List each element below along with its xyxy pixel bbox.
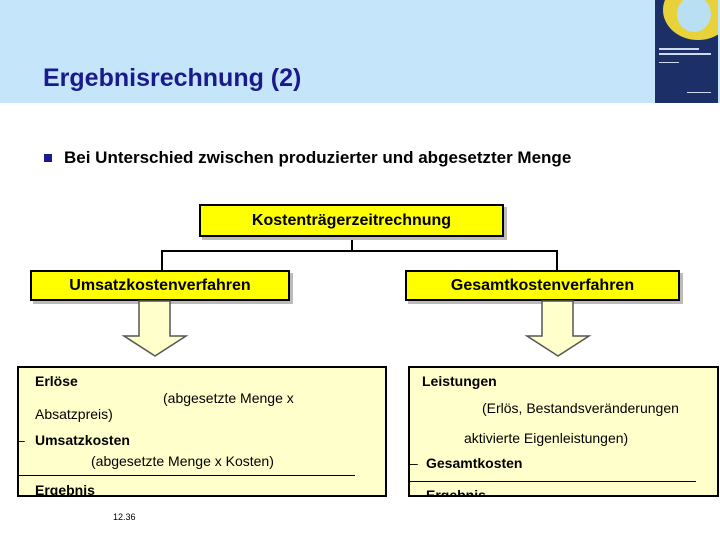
result-label: Ergebnis bbox=[426, 487, 486, 497]
left-result-panel: Erlöse (abgesetzte Menge x Absatzpreis) … bbox=[17, 366, 387, 497]
left-method-box: Umsatzkostenverfahren bbox=[30, 270, 290, 301]
revenue-formula: (abgesetzte Menge x bbox=[163, 390, 294, 406]
cost-of-sales-label: Umsatzkosten bbox=[35, 432, 130, 448]
root-box: Kostenträgerzeitrechnung bbox=[199, 204, 504, 237]
connector-line bbox=[161, 250, 163, 270]
cost-formula: (abgesetzte Menge x Kosten) bbox=[91, 453, 274, 469]
down-arrow-icon bbox=[121, 300, 189, 357]
bullet-text: Bei Unterschied zwischen produzierter un… bbox=[64, 148, 572, 167]
output-formula-cont: aktivierte Eigenleistungen) bbox=[464, 430, 629, 446]
revenue-formula-cont: Absatzpreis) bbox=[35, 406, 113, 422]
connector-line bbox=[556, 250, 558, 270]
header-band bbox=[0, 0, 720, 103]
separator-line bbox=[19, 475, 355, 476]
revenue-label: Erlöse bbox=[35, 373, 78, 389]
output-label: Leistungen bbox=[422, 373, 497, 389]
connector-line bbox=[351, 236, 353, 251]
output-formula: (Erlös, Bestandsveränderungen bbox=[482, 400, 679, 416]
slide-title: Ergebnisrechnung (2) bbox=[43, 64, 302, 92]
minus-sign: – bbox=[17, 432, 25, 448]
total-cost-label: Gesamtkosten bbox=[426, 455, 523, 471]
separator-line bbox=[410, 481, 696, 482]
minus-sign: – bbox=[410, 455, 418, 471]
down-arrow-icon bbox=[524, 300, 592, 357]
right-result-panel: Leistungen (Erlös, Bestandsveränderungen… bbox=[408, 366, 719, 497]
result-label: Ergebnis bbox=[35, 482, 95, 497]
connector-line bbox=[161, 250, 558, 252]
bullet-icon bbox=[44, 154, 52, 162]
book-cover-image bbox=[655, 0, 718, 103]
right-method-box: Gesamtkostenverfahren bbox=[405, 270, 680, 301]
page-number: 12.36 bbox=[113, 512, 136, 522]
